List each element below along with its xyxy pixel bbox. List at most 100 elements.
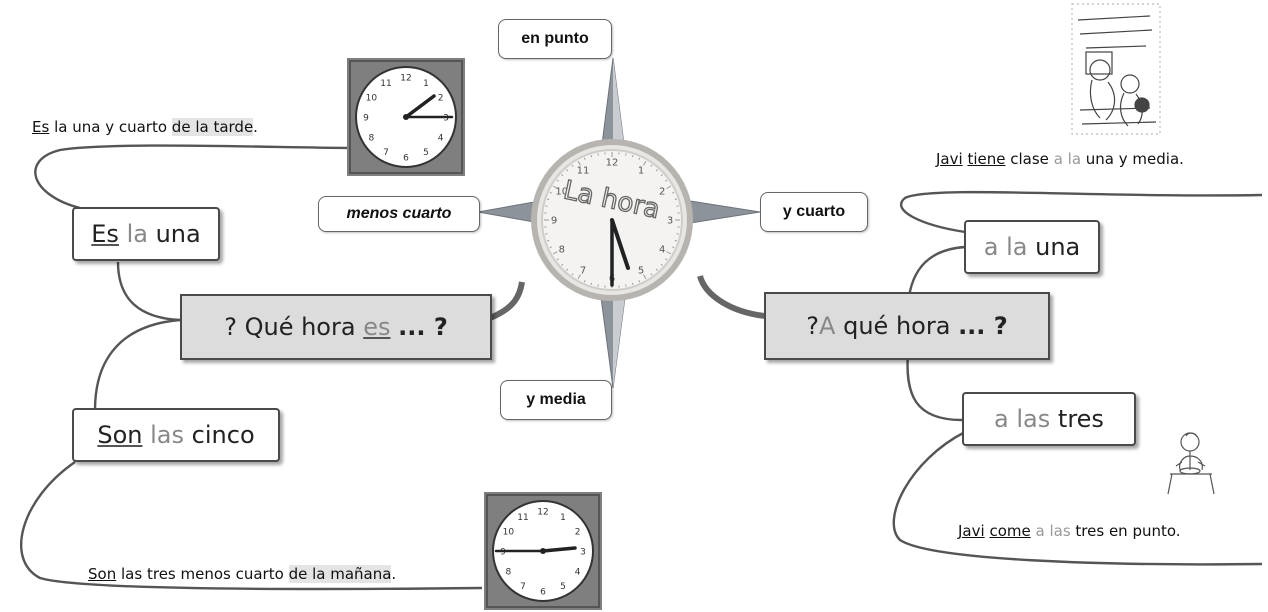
label-y-cuarto: y cuarto <box>760 192 868 232</box>
example-prep: a la <box>1053 150 1082 168</box>
example-javi-come: Javi come a las tres en punto. <box>958 522 1181 540</box>
clock-tick <box>556 179 559 182</box>
clock-number: 8 <box>506 568 512 578</box>
node-a-la-una: a la una <box>964 220 1100 274</box>
connector-son-question <box>93 318 181 411</box>
clock-tick <box>571 273 574 276</box>
clock-number: 5 <box>423 148 429 158</box>
example-article: las <box>121 565 143 583</box>
label-en-punto: en punto <box>498 19 612 59</box>
clock-tick <box>660 174 663 177</box>
clock-tick <box>556 258 559 261</box>
example-object: clase <box>1010 150 1049 168</box>
label-y-media-text: y media <box>526 391 586 408</box>
label-y-cuarto-text: y cuarto <box>782 203 846 220</box>
clock-tick <box>666 251 672 255</box>
clock-number: 4 <box>575 568 581 578</box>
example-time: tres en punto <box>1075 522 1176 540</box>
clock-tick <box>665 179 668 182</box>
clock-number: 5 <box>638 266 644 277</box>
example-end: . <box>1175 522 1181 540</box>
label-menos-cuarto-text: menos cuarto <box>346 205 452 222</box>
example-period: de la mañana <box>288 565 392 583</box>
clock-number: 6 <box>403 154 409 164</box>
compass-arm-left <box>477 200 541 224</box>
node-son-key: cinco <box>191 421 255 449</box>
clock-number: 2 <box>659 187 665 198</box>
clock-tick <box>655 268 658 271</box>
clock-number: 1 <box>560 513 566 523</box>
clock-number: 6 <box>540 588 546 598</box>
clock-number: 8 <box>559 245 565 256</box>
clock-number: 9 <box>363 114 369 124</box>
question-open-text: ? Qué hora <box>224 313 356 341</box>
clock-number: 4 <box>438 134 444 144</box>
clock-number: 10 <box>555 187 568 198</box>
node-son-las-cinco: Son las cinco <box>72 408 280 462</box>
question-close-text: ... ? <box>958 312 1008 340</box>
connector-tres-example <box>892 430 1263 566</box>
node-son-verb: Son <box>97 421 143 449</box>
clock-number: 11 <box>577 165 590 176</box>
center-clock-hour-hand <box>610 218 630 270</box>
question-verb-text: es <box>363 313 391 341</box>
clock-number: 9 <box>551 216 557 227</box>
clock-tick <box>561 263 564 266</box>
example-verb: tiene <box>967 150 1006 168</box>
compass-highlights <box>613 58 626 388</box>
hour-hand <box>541 546 577 553</box>
node-a-las-tres: a las tres <box>962 392 1136 446</box>
node-es-verb: Es <box>91 220 119 248</box>
clock-number: 3 <box>443 114 449 124</box>
clock-number: 12 <box>537 508 548 518</box>
clock-tick <box>552 251 558 255</box>
clock-number: 3 <box>667 216 673 227</box>
question-a-text: A <box>819 312 836 340</box>
example-time: una y cuarto <box>72 118 168 136</box>
example-javi-tiene-clase: Javi tiene clase a la una y media. <box>936 150 1184 168</box>
boy-eating-sketch-image <box>1167 432 1215 495</box>
clock-number: 4 <box>659 245 665 256</box>
example-verb: Es <box>32 118 50 136</box>
clock-tick <box>631 282 634 285</box>
clock-number: 11 <box>517 513 528 523</box>
question-que-hora-es: ? Qué hora es ... ? <box>180 294 492 360</box>
label-menos-cuarto: menos cuarto <box>318 196 480 232</box>
clock-tick <box>566 169 569 172</box>
clock-tick <box>674 239 677 242</box>
connector-una-example <box>899 190 1263 234</box>
node-una-prep: a la <box>983 233 1028 261</box>
clock-tick <box>577 274 581 280</box>
clock-tick <box>561 174 564 177</box>
clock-tick <box>566 268 569 271</box>
connector-center-right <box>697 275 766 319</box>
clock-tick <box>643 274 647 280</box>
clock-tick <box>672 191 675 194</box>
clock-number: 7 <box>520 582 526 592</box>
clock-tick <box>549 191 552 194</box>
center-clock-ticks <box>544 152 680 288</box>
clock-number: 7 <box>383 148 389 158</box>
example-article: la <box>54 118 68 136</box>
connector-son-example <box>20 461 483 591</box>
example-son-las-tres-menos-cuarto: Son las tres menos cuarto de la mañana. <box>88 565 396 583</box>
example-verb: Son <box>88 565 117 583</box>
label-en-punto-text: en punto <box>521 30 589 47</box>
clock-tick <box>650 164 653 167</box>
clock-tick <box>660 263 663 266</box>
clock-tick <box>631 155 634 158</box>
example-end: . <box>253 118 258 136</box>
question-close-text: ... ? <box>398 313 448 341</box>
node-es-la-una: Es la una <box>72 207 220 261</box>
clock-tick <box>549 246 552 249</box>
clock-tick <box>583 280 586 283</box>
clock-number: 2 <box>438 94 444 104</box>
clock-number: 8 <box>369 134 375 144</box>
example-end: . <box>1179 150 1184 168</box>
node-son-article: las <box>150 421 185 449</box>
clock-number: 2 <box>575 528 581 538</box>
